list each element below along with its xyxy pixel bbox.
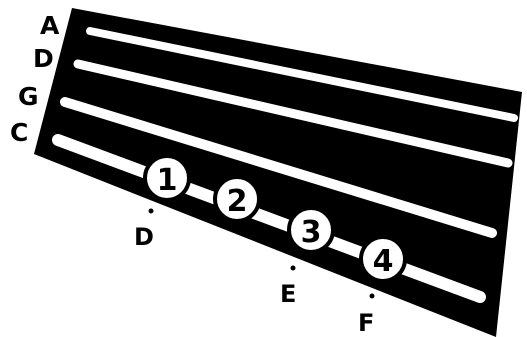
finger-3: 3 <box>289 208 333 252</box>
note-label-e: E <box>280 280 296 308</box>
finger-3-number: 3 <box>301 215 322 250</box>
finger-1-number: 1 <box>157 163 178 198</box>
string-label-g: G <box>18 82 39 111</box>
finger-4: 4 <box>361 237 405 281</box>
finger-2: 2 <box>215 177 259 221</box>
note-label-d: D <box>134 223 154 251</box>
string-label-d: D <box>33 44 54 73</box>
finger-1: 1 <box>145 156 189 200</box>
note-f-dot <box>370 294 375 299</box>
note-label-f: F <box>358 309 374 337</box>
finger-4-number: 4 <box>373 244 394 279</box>
note-d-dot <box>149 209 154 214</box>
note-e-dot <box>291 266 296 271</box>
finger-2-number: 2 <box>227 184 248 219</box>
string-label-c: C <box>10 118 28 147</box>
string-label-a: A <box>40 11 60 40</box>
